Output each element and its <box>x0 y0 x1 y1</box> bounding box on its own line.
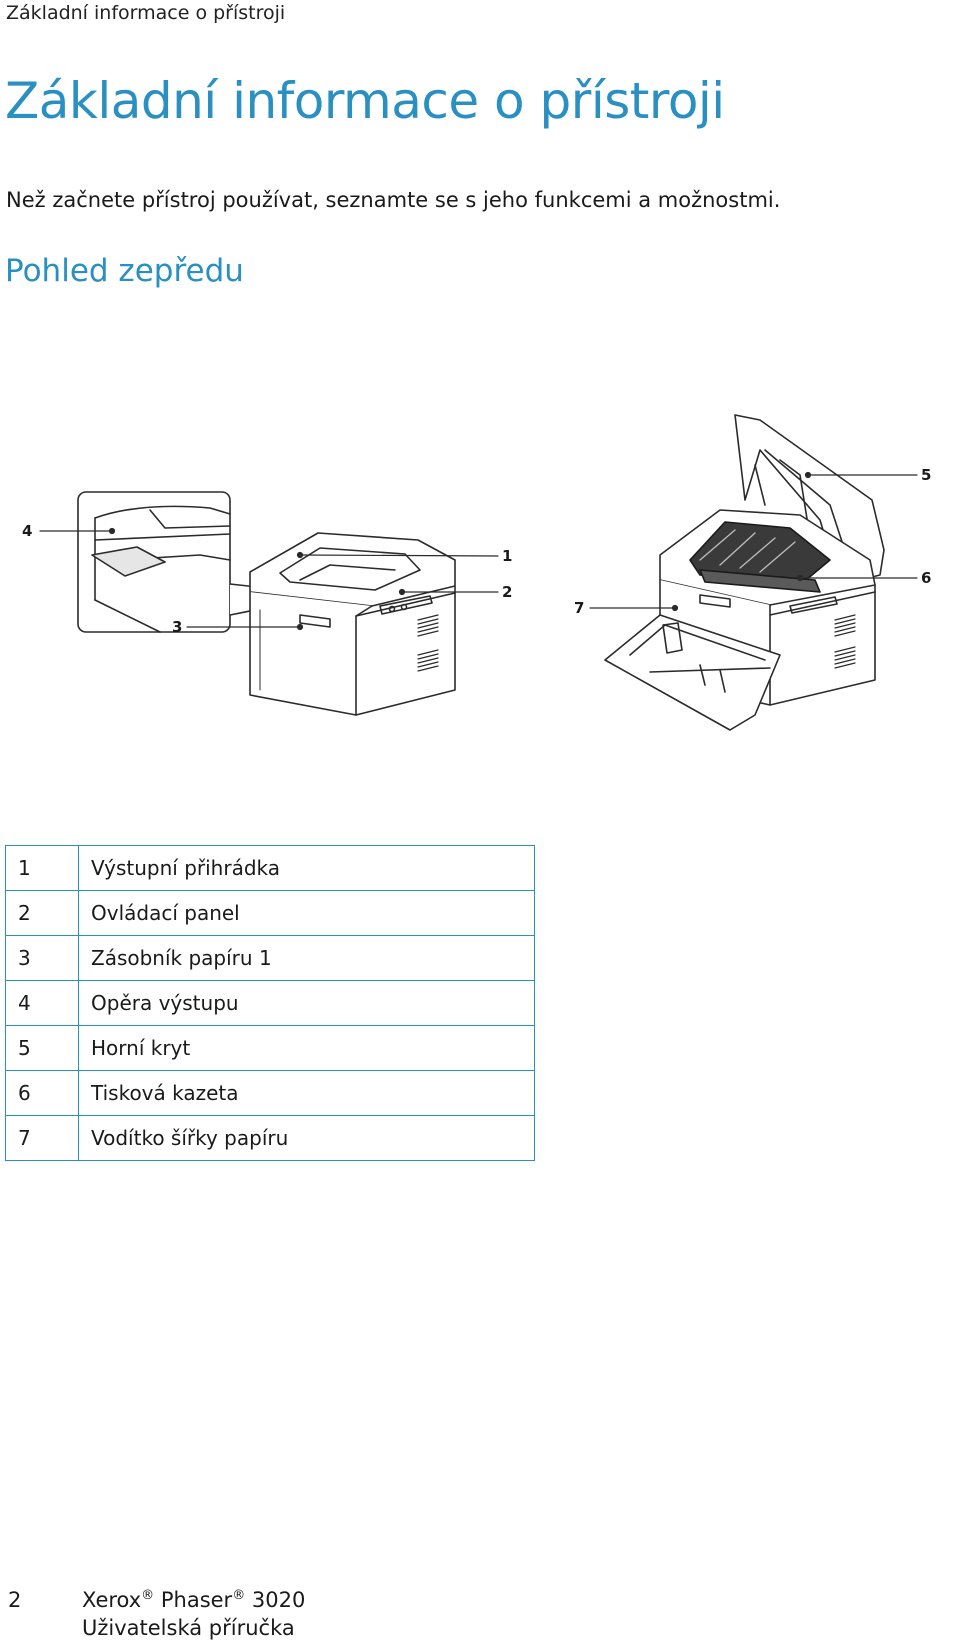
table-row: 6 Tisková kazeta <box>5 1070 535 1116</box>
part-number: 6 <box>5 1070 79 1116</box>
part-number: 2 <box>5 890 79 936</box>
part-label: Horní kryt <box>78 1025 535 1071</box>
callout-3: 3 <box>172 618 182 636</box>
table-row: 5 Horní kryt <box>5 1025 535 1071</box>
parts-legend-table: 1 Výstupní přihrádka 2 Ovládací panel 3 … <box>5 845 535 1161</box>
intro-text: Než začnete přístroj používat, seznamte … <box>6 188 781 212</box>
product-name: Xerox® Phaser® 3020 <box>82 1588 305 1612</box>
part-number: 3 <box>5 935 79 981</box>
part-number: 7 <box>5 1115 79 1161</box>
table-row: 3 Zásobník papíru 1 <box>5 935 535 981</box>
part-label: Ovládací panel <box>78 890 535 936</box>
model-number: 3020 <box>251 1588 306 1612</box>
callout-2: 2 <box>502 583 512 601</box>
part-label: Zásobník papíru 1 <box>78 935 535 981</box>
part-label: Opěra výstupu <box>78 980 535 1026</box>
part-number: 1 <box>5 845 79 891</box>
table-row: 2 Ovládací panel <box>5 890 535 936</box>
running-header: Základní informace o přístroji <box>6 2 286 24</box>
part-label: Vodítko šířky papíru <box>78 1115 535 1161</box>
part-label: Tisková kazeta <box>78 1070 535 1116</box>
part-number: 4 <box>5 980 79 1026</box>
page-title: Základní informace o přístroji <box>5 72 725 130</box>
table-row: 1 Výstupní přihrádka <box>5 845 535 891</box>
table-row: 7 Vodítko šířky papíru <box>5 1115 535 1161</box>
brand-name: Xerox <box>82 1588 142 1612</box>
guide-title: Uživatelská příručka <box>82 1616 295 1640</box>
registered-mark: ® <box>141 1588 155 1603</box>
inset-detail <box>77 491 231 633</box>
callout-6: 6 <box>921 569 931 587</box>
product-line: Phaser <box>160 1588 233 1612</box>
part-label: Výstupní přihrádka <box>78 845 535 891</box>
page-number: 2 <box>8 1588 22 1612</box>
registered-mark: ® <box>232 1588 246 1603</box>
open-printer <box>604 414 885 731</box>
callout-1: 1 <box>502 547 512 565</box>
callout-leaders <box>39 471 918 631</box>
section-title: Pohled zepředu <box>5 253 244 289</box>
callout-4: 4 <box>22 522 32 540</box>
callout-7: 7 <box>574 599 584 617</box>
part-number: 5 <box>5 1025 79 1071</box>
printer-front-view-illustration: 4 1 2 3 5 6 7 <box>22 414 931 731</box>
table-row: 4 Opěra výstupu <box>5 980 535 1026</box>
closed-printer <box>249 532 456 716</box>
callout-5: 5 <box>921 466 931 484</box>
